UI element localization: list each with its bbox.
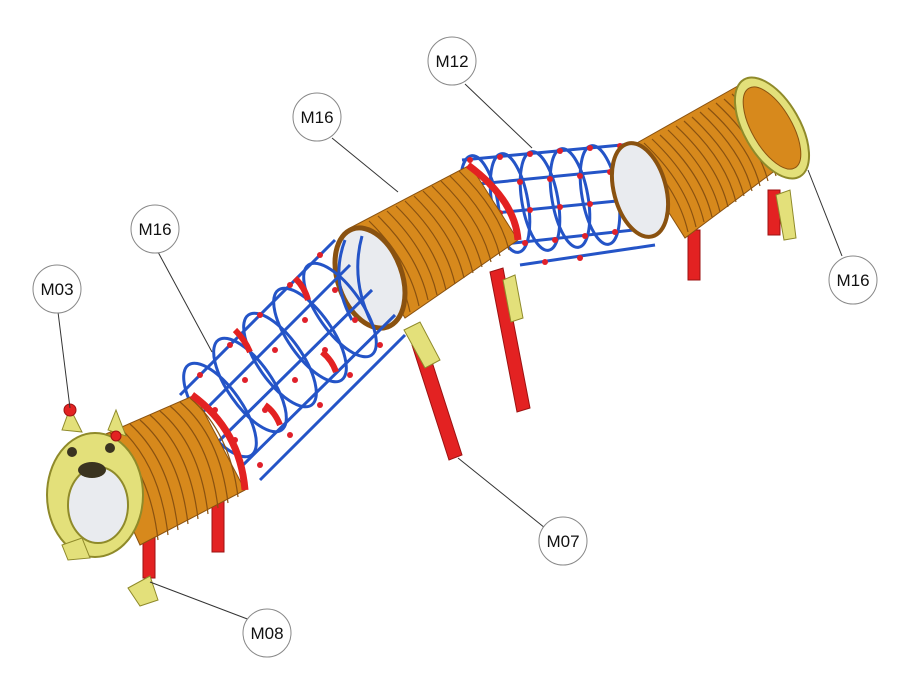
callout-label-m16: M16: [300, 108, 333, 127]
eye: [105, 443, 115, 453]
callout-bubble: [828, 255, 878, 305]
callout-label-m16: M16: [138, 220, 171, 239]
callout-bubble: [32, 264, 82, 314]
callout-label-m16: M16: [836, 271, 869, 290]
callout-bubble: [427, 36, 477, 86]
end-window: [67, 466, 129, 544]
leader-line: [149, 581, 251, 621]
callout-bubble: [242, 608, 292, 658]
bulldog-end-cap: [46, 403, 144, 561]
leg-bracket: [403, 321, 441, 369]
ear: [61, 406, 83, 433]
clamp-band: [465, 162, 522, 241]
leg: [687, 229, 701, 281]
corrugated-tube-right: [627, 76, 811, 239]
callout-bubble: [130, 204, 180, 254]
net-tunnel-lower: [178, 238, 407, 482]
callout-label-m08: M08: [250, 624, 283, 643]
ear-knob: [110, 430, 122, 442]
leader-line: [457, 457, 546, 529]
leg-bracket: [502, 274, 524, 323]
window-ring: [609, 141, 671, 239]
eye: [67, 447, 77, 457]
leader-line: [57, 311, 71, 409]
leader-line: [331, 137, 399, 193]
leg-bracket: [775, 189, 797, 241]
callouts: M03 M16 M16 M12 M16 M07 M08: [32, 36, 878, 658]
callout-label-m03: M03: [40, 280, 73, 299]
leg: [489, 267, 531, 413]
clamp-band: [189, 392, 249, 491]
callout-label-m07: M07: [546, 532, 579, 551]
callout-bubble: [538, 516, 588, 566]
callout-label-m12: M12: [435, 52, 468, 71]
callout-bubble: [292, 92, 342, 142]
paw: [61, 537, 91, 561]
leader-line: [464, 83, 533, 149]
leader-line: [157, 251, 213, 353]
nose: [78, 462, 106, 478]
leader-line: [807, 169, 843, 257]
leg-bracket: [127, 575, 159, 607]
corrugated-tube-middle: [332, 162, 522, 331]
